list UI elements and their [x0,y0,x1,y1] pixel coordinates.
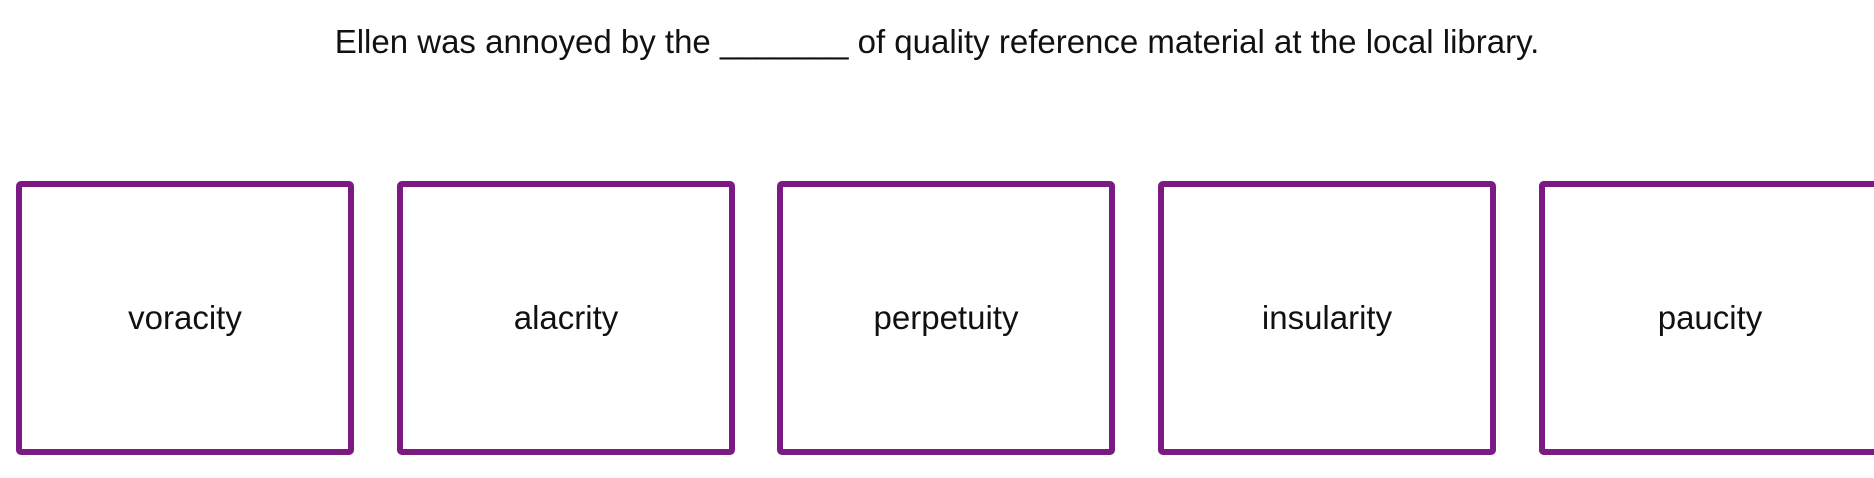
choice-alacrity-button[interactable]: alacrity [397,181,735,455]
question-text-after: of quality reference material at the loc… [848,23,1540,60]
choice-label: voracity [128,299,242,336]
choice-label: paucity [1657,299,1763,336]
choice-perpetuity-button[interactable]: perpetuity [777,181,1115,455]
choice-paucity-button[interactable]: paucity [1539,181,1874,455]
choice-label: perpetuity [873,299,1019,336]
question-sentence: Ellen was annoyed by the _______ of qual… [0,18,1874,66]
question-text-before: Ellen was annoyed by the [334,23,720,60]
choice-insularity-button[interactable]: insularity [1158,181,1496,455]
choice-label: alacrity [513,299,619,336]
choice-voracity-button[interactable]: voracity [16,181,354,455]
answer-blank: _______ [719,23,849,60]
choice-label: insularity [1261,299,1393,336]
